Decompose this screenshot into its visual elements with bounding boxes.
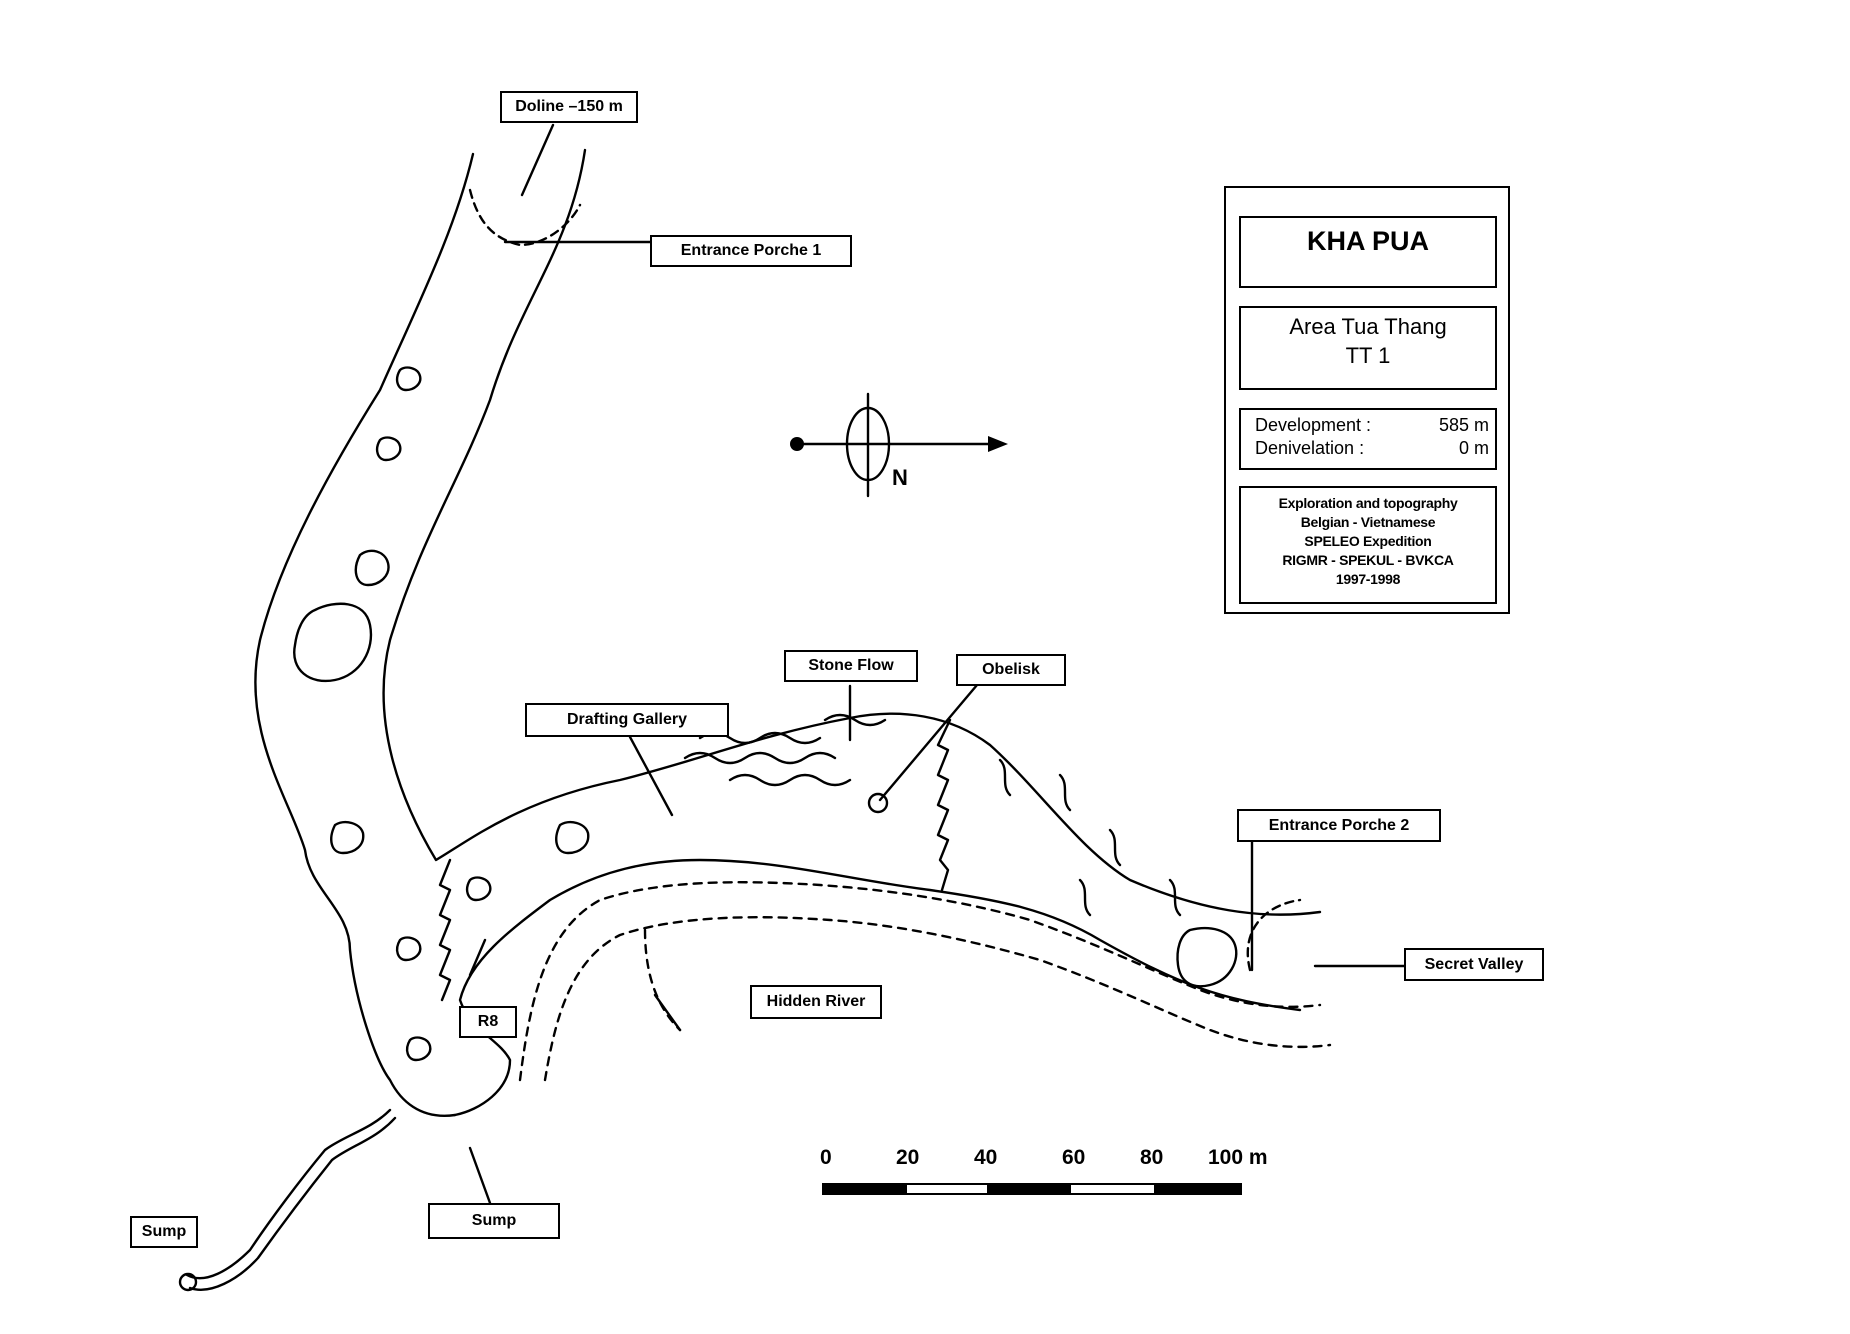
sump-passage xyxy=(185,1108,392,1280)
entrance-porche-2-mouth xyxy=(1246,898,1302,972)
scale-tick-100: 100 m xyxy=(1208,1146,1268,1169)
scale-tick-0: 0 xyxy=(820,1146,832,1169)
north-arrow-ellipse xyxy=(845,406,891,482)
credit-line: SPELEO Expedition xyxy=(1304,533,1432,549)
area-line-1: Area Tua Thang xyxy=(1289,314,1447,339)
doline-mouth xyxy=(468,188,582,247)
boulder-large-2 xyxy=(1176,926,1238,988)
boulder-8 xyxy=(395,936,422,962)
obelisk-symbol xyxy=(867,792,889,814)
sump-left-label: Sump xyxy=(130,1216,198,1248)
north-label: N xyxy=(892,465,908,490)
credit-line: Belgian - Vietnamese xyxy=(1300,514,1436,530)
area-box: Area Tua Thang TT 1 xyxy=(1239,306,1497,390)
cave-inner-wall-north xyxy=(382,148,1322,916)
drip-line xyxy=(936,718,952,892)
boulder-4 xyxy=(330,821,365,855)
boulder-10 xyxy=(465,876,492,902)
leader-drafting xyxy=(628,735,674,817)
credit-line: 1997-1998 xyxy=(1335,571,1401,587)
leader-r8 xyxy=(468,938,487,977)
doline-label: Doline –150 m xyxy=(500,91,638,123)
boulder-3 xyxy=(354,549,390,587)
north-arrow-head xyxy=(988,436,1008,452)
cave-outer-wall xyxy=(254,152,475,1117)
scale-bar xyxy=(822,1183,1242,1195)
r8-label: R8 xyxy=(459,1006,517,1038)
sump-passage-wall xyxy=(188,1116,397,1291)
hidden-river-dashed xyxy=(518,881,1322,1082)
credit-line: RIGMR - SPEKUL - BVKCA xyxy=(1282,552,1454,568)
boulder-7 xyxy=(375,436,402,462)
sump-bottom-label: Sump xyxy=(428,1203,560,1239)
entrance-porche-1-label: Entrance Porche 1 xyxy=(650,235,852,267)
title-panel: KHA PUA Area Tua Thang TT 1 Development … xyxy=(1224,186,1510,614)
credit-line: Exploration and topography xyxy=(1278,495,1458,511)
entrance-porche-2-label: Entrance Porche 2 xyxy=(1237,809,1441,842)
credits-box: Exploration and topography Belgian - Vie… xyxy=(1239,486,1497,604)
denivelation-label: Denivelation : xyxy=(1255,438,1365,458)
boulder-6 xyxy=(395,366,422,392)
scale-tick-60: 60 xyxy=(1062,1146,1086,1169)
scale-tick-40: 40 xyxy=(974,1146,998,1169)
leader-arrow-river xyxy=(653,993,682,1032)
area-line-2: TT 1 xyxy=(1345,343,1391,368)
secret-valley-label: Secret Valley xyxy=(1404,948,1544,981)
stats-box: Development : 585 m Denivelation : 0 m xyxy=(1239,408,1497,470)
floor-marks xyxy=(998,758,1182,917)
boulder-large-1 xyxy=(293,602,373,683)
drip-line-2 xyxy=(438,858,452,1002)
development-label: Development : xyxy=(1255,415,1372,435)
denivelation-value: 0 m xyxy=(1458,438,1489,458)
hidden-river-dashed-2 xyxy=(543,916,1332,1082)
hidden-river-branch xyxy=(643,928,682,1032)
leader-obelisk xyxy=(878,683,979,802)
leader-sump-bottom xyxy=(468,1146,492,1205)
stone-flow-waves xyxy=(683,713,887,787)
stone-flow-label: Stone Flow xyxy=(784,650,918,682)
development-value: 585 m xyxy=(1438,415,1489,435)
obelisk-label: Obelisk xyxy=(956,654,1066,686)
hidden-river-label: Hidden River xyxy=(750,985,882,1019)
sump-end xyxy=(178,1272,198,1292)
boulder-5 xyxy=(555,821,590,855)
boulder-9 xyxy=(405,1036,432,1062)
cave-name: KHA PUA xyxy=(1239,216,1497,288)
drafting-gallery-label: Drafting Gallery xyxy=(525,703,729,737)
scale-tick-80: 80 xyxy=(1140,1146,1164,1169)
scale-tick-20: 20 xyxy=(896,1146,920,1169)
leader-doline xyxy=(520,123,555,197)
north-arrow-tail-dot xyxy=(790,437,804,451)
